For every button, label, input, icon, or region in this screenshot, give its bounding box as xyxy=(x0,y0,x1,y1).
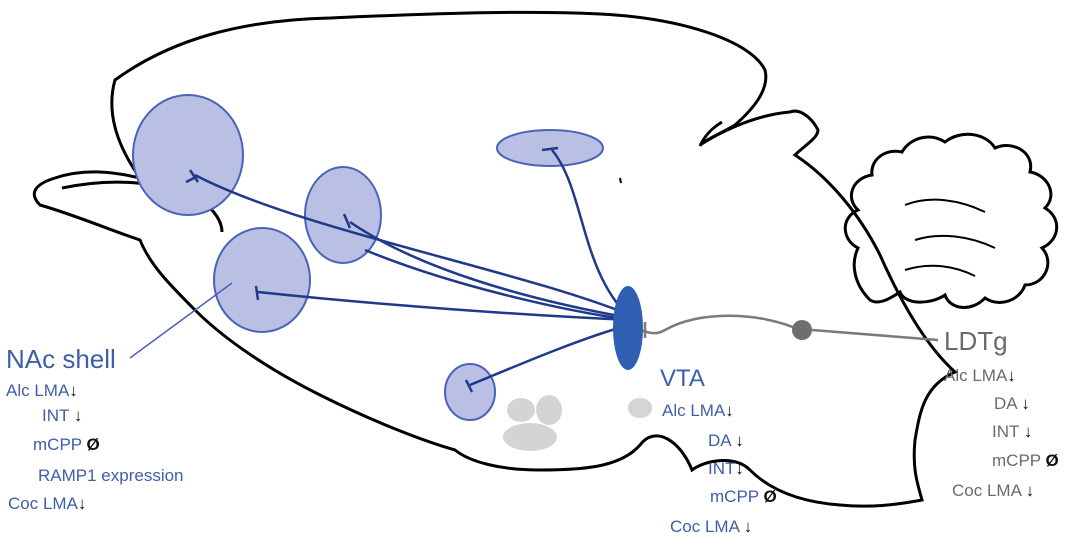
region-upper-cortex xyxy=(132,94,244,216)
vta-effect-coc-lma: Coc LMA ↓ xyxy=(670,518,752,535)
ldtg-node xyxy=(792,320,812,340)
ventral-structure xyxy=(536,395,562,425)
effect-text: Coc LMA xyxy=(8,494,78,513)
down-arrow-icon: ↓ xyxy=(1025,481,1035,500)
vta-effect-da: DA ↓ xyxy=(708,432,744,449)
fiber-terminal xyxy=(541,146,559,152)
effect-text: Alc LMA xyxy=(944,366,1008,385)
down-arrow-icon: ↓ xyxy=(69,381,78,400)
ldtg-effect-mcpp: mCPP Ø xyxy=(992,452,1059,469)
effect-text: Coc LMA xyxy=(952,481,1026,500)
nac-leader-line xyxy=(129,282,233,359)
down-arrow-icon: ↓ xyxy=(77,494,87,513)
effect-text: Alc LMA xyxy=(662,401,726,420)
projection-fiber xyxy=(194,173,631,317)
empty-set-icon: Ø xyxy=(763,487,777,506)
fiber-terminal xyxy=(464,379,474,393)
ldtg-effect-int: INT ↓ xyxy=(992,423,1032,440)
effect-text: INT xyxy=(42,406,74,425)
nac-effect-mcpp: mCPP Ø xyxy=(33,436,100,453)
empty-set-icon: Ø xyxy=(86,435,100,454)
nac-effect-ramp1: RAMP1 expression xyxy=(38,467,184,484)
vta-effect-int: INT↓ xyxy=(708,460,744,477)
region-mid-cortex xyxy=(304,166,382,264)
ldtg-title: LDTg xyxy=(944,326,1008,356)
vta-title: VTA xyxy=(660,365,705,392)
effect-text: INT xyxy=(992,422,1024,441)
vta-effect-alc-lma: Alc LMA↓ xyxy=(662,402,734,419)
region-nac-shell xyxy=(213,227,311,333)
down-arrow-icon: ↓ xyxy=(735,459,744,478)
down-arrow-icon: ↓ xyxy=(1023,422,1033,441)
region-ventral-small xyxy=(444,363,496,421)
ventral-structure xyxy=(628,398,652,418)
effect-text: DA xyxy=(994,394,1022,413)
ventral-structure xyxy=(503,423,557,451)
projection-fiber xyxy=(469,323,631,387)
cerebellum-outline xyxy=(843,132,1059,309)
ldtg-effect-coc-lma: Coc LMA ↓ xyxy=(952,482,1034,499)
vta-nucleus xyxy=(613,286,643,370)
nac-effect-alc-lma: Alc LMA↓ xyxy=(6,382,78,399)
down-arrow-icon: ↓ xyxy=(725,401,734,420)
empty-set-icon: Ø xyxy=(1045,451,1059,470)
projection-fiber xyxy=(364,248,631,322)
nac-title: NAc shell xyxy=(6,344,116,374)
ldtg-projection xyxy=(639,314,801,335)
effect-text: mCPP xyxy=(710,487,764,506)
ldtg-effect-da: DA ↓ xyxy=(994,395,1030,412)
effect-text: mCPP xyxy=(992,451,1046,470)
effect-text: INT xyxy=(708,459,736,478)
projection-fiber xyxy=(551,149,631,319)
ldtg-effect-alc-lma: Alc LMA↓ xyxy=(944,367,1016,384)
effect-text: mCPP xyxy=(33,435,87,454)
down-arrow-icon: ↓ xyxy=(1021,394,1030,413)
effect-text: RAMP1 expression xyxy=(38,466,184,485)
brain-outline xyxy=(32,10,958,508)
cortical-notch xyxy=(698,120,723,147)
down-arrow-icon: ↓ xyxy=(743,517,753,536)
fiber-terminal xyxy=(185,169,200,184)
tick-mark xyxy=(619,177,622,184)
effect-text: Coc LMA xyxy=(670,517,744,536)
cerebellum-folia xyxy=(904,198,996,277)
fiber-terminal xyxy=(254,285,260,301)
vta-effect-mcpp: mCPP Ø xyxy=(710,488,777,505)
fiber-terminal xyxy=(342,213,352,229)
effect-text: Alc LMA xyxy=(6,381,70,400)
nac-effect-coc-lma: Coc LMA↓ xyxy=(8,495,86,512)
ventral-structure xyxy=(507,398,535,422)
down-arrow-icon: ↓ xyxy=(735,431,744,450)
effect-text: DA xyxy=(708,431,736,450)
projection-fiber xyxy=(257,290,631,322)
nac-effect-int: INT ↓ xyxy=(42,407,82,424)
down-arrow-icon: ↓ xyxy=(1007,366,1016,385)
projection-fiber xyxy=(349,220,631,320)
ldtg-leader-line xyxy=(811,328,939,342)
down-arrow-icon: ↓ xyxy=(73,406,83,425)
